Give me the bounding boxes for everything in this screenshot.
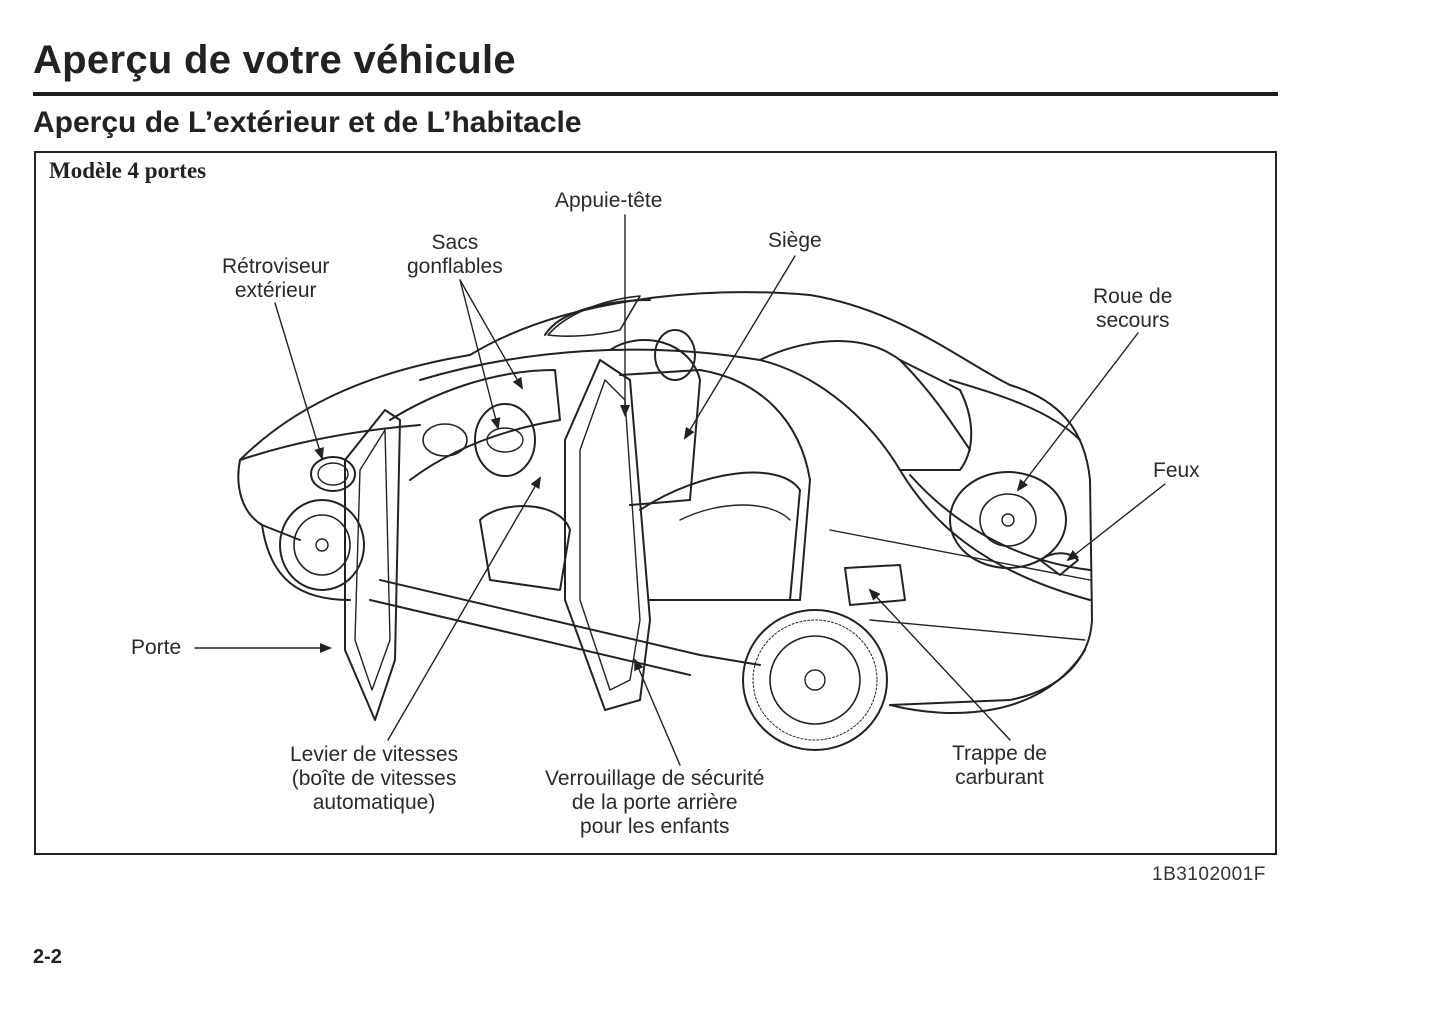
callout-verrouillage-securite-enfants: Verrouillage de sécurité de la porte arr… xyxy=(545,767,764,839)
page-number: 2-2 xyxy=(33,946,62,968)
callout-line: de la porte arrière xyxy=(571,791,738,814)
page-title: Aperçu de votre véhicule xyxy=(33,38,516,82)
callout-line: Porte xyxy=(131,636,182,659)
callout-line: pour les enfants xyxy=(580,815,730,838)
callout-feux: Feux xyxy=(1153,459,1200,483)
figure-frame xyxy=(34,151,1277,855)
callout-line: Feux xyxy=(1153,459,1200,482)
callout-trappe-de-carburant: Trappe de carburant xyxy=(952,742,1047,790)
callout-retroviseur-exterieur: Rétroviseur extérieur xyxy=(222,255,329,303)
callout-line: extérieur xyxy=(234,279,317,302)
callout-line: (boîte de vitesses xyxy=(291,767,457,790)
callout-line: Trappe de xyxy=(952,742,1047,765)
title-rule xyxy=(33,92,1278,96)
callout-line: secours xyxy=(1095,309,1170,332)
callout-line: carburant xyxy=(955,766,1044,789)
callout-line: automatique) xyxy=(312,791,436,814)
callout-levier-de-vitesses: Levier de vitesses (boîte de vitesses au… xyxy=(290,743,458,815)
leader-lines xyxy=(194,214,1166,766)
callout-porte: Porte xyxy=(131,636,181,660)
callout-line: Roue de xyxy=(1093,285,1173,308)
callout-line: Levier de vitesses xyxy=(290,743,459,766)
callout-line: Verrouillage de sécurité xyxy=(545,767,765,790)
callout-siege: Siège xyxy=(768,229,822,253)
callout-line: Appuie-tête xyxy=(555,189,663,212)
car-body xyxy=(237,291,1093,751)
section-title: Aperçu de L’extérieur et de L’habitacle xyxy=(33,106,582,139)
figure-code: 1B3102001F xyxy=(1152,864,1266,885)
callout-roue-de-secours: Roue de secours xyxy=(1093,285,1172,333)
callout-line: Rétroviseur xyxy=(222,255,330,278)
callout-line: gonflables xyxy=(407,255,503,278)
callout-line: Sacs xyxy=(431,231,479,254)
model-label: Modèle 4 portes xyxy=(49,158,207,183)
callout-sacs-gonflables: Sacs gonflables xyxy=(407,231,503,279)
callout-line: Siège xyxy=(768,229,822,252)
callout-appuie-tete: Appuie-tête xyxy=(555,189,662,213)
